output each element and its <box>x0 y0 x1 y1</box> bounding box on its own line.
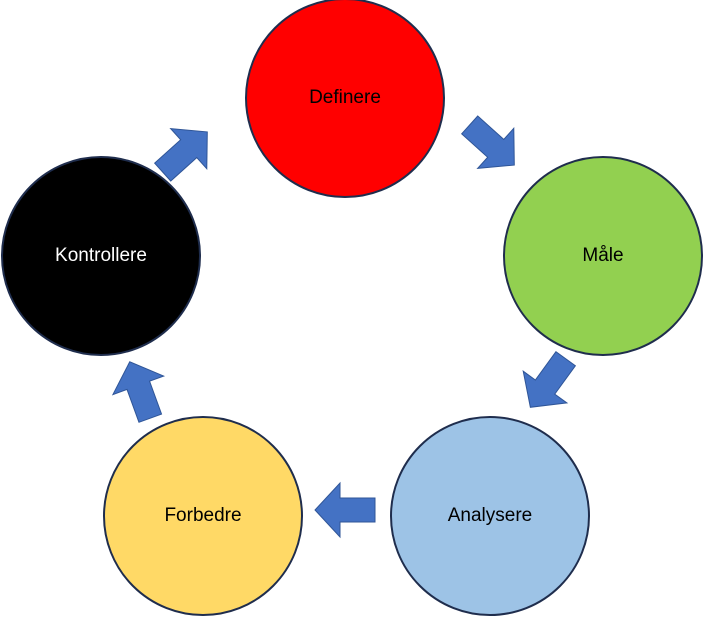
arrow-definere-to-male <box>460 115 515 170</box>
node-kontrollere <box>1 156 201 356</box>
node-male <box>503 156 703 356</box>
node-forbedre <box>103 416 303 616</box>
arrow-forbedre-to-kontrollere <box>111 361 166 423</box>
node-label-forbedre: Forbedre <box>164 505 241 526</box>
arrow-kontrollere-to-definere <box>153 127 208 182</box>
node-label-definere: Definere <box>309 87 381 108</box>
node-analysere <box>390 416 590 616</box>
node-label-kontrollere: Kontrollere <box>55 245 147 266</box>
node-definere <box>245 0 445 198</box>
node-label-male: Måle <box>582 245 623 266</box>
node-label-analysere: Analysere <box>448 505 533 526</box>
arrow-male-to-analysere <box>522 350 577 408</box>
arrow-analysere-to-forbedre <box>314 481 376 539</box>
